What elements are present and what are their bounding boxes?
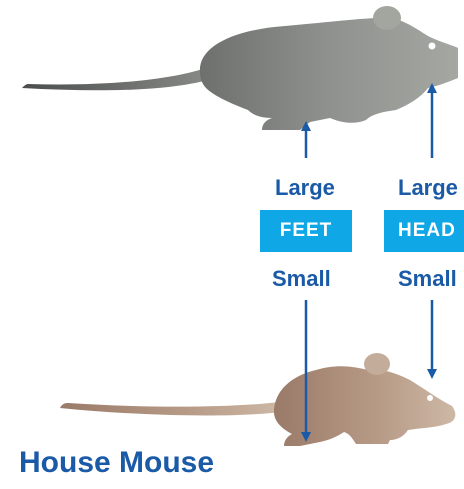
- feet-box: FEET: [260, 210, 352, 252]
- large-mouse-ear: [373, 6, 401, 30]
- small-mouse-body: [274, 366, 455, 446]
- small-mouse-tail: [60, 402, 282, 415]
- page-title: House Mouse: [19, 446, 214, 480]
- large-mouse-silhouette: [22, 6, 458, 130]
- small-mouse-ear: [364, 353, 390, 375]
- large-mouse-tail: [22, 66, 215, 90]
- feet-large-label: Large: [275, 175, 335, 201]
- large-mouse-eye: [429, 43, 436, 50]
- feet-small-label: Small: [272, 266, 331, 292]
- small-mouse-eye: [427, 395, 433, 401]
- head-small-label: Small: [398, 266, 457, 292]
- small-mouse-silhouette: [60, 353, 455, 446]
- head-box: HEAD: [384, 210, 464, 252]
- large-mouse-body: [200, 18, 458, 130]
- head-large-label: Large: [398, 175, 458, 201]
